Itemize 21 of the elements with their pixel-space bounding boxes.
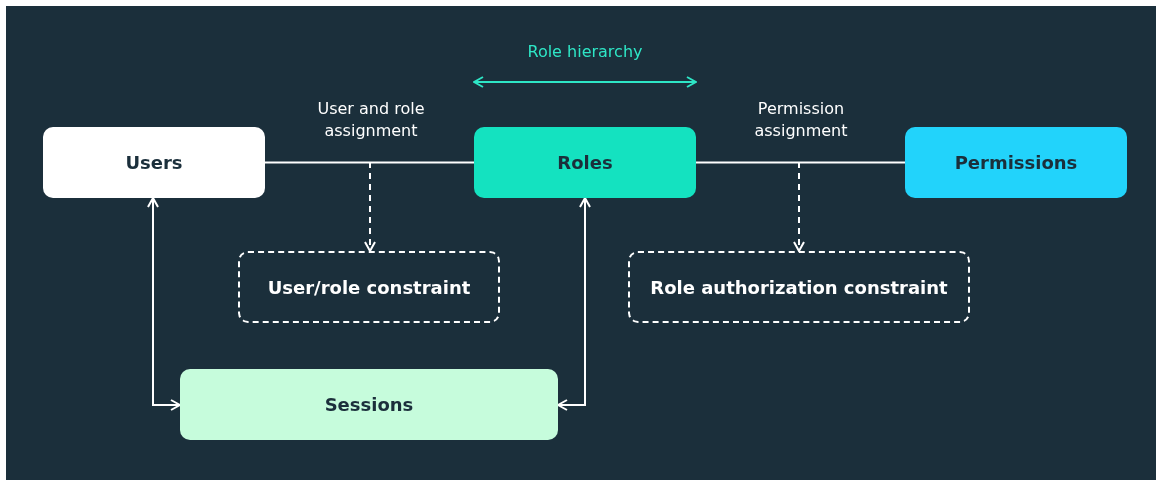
arrow: [557, 197, 591, 411]
box-label: Sessions: [324, 394, 414, 415]
dashed-arrow: [364, 161, 376, 252]
box-label: Role authorization constraint: [650, 276, 948, 298]
box-label: User/role constraint: [267, 276, 471, 298]
box-label: Permissions: [954, 152, 1078, 173]
box-label: Roles: [557, 152, 613, 173]
dashed-arrow: [793, 161, 805, 252]
connector-line: [695, 161, 906, 164]
edge-label: User and role assignment: [316, 98, 426, 142]
constraint-box: [238, 251, 500, 323]
box-label: Users: [125, 152, 183, 173]
diagram-label: Role hierarchy: [526, 42, 644, 61]
entity-box: [43, 127, 265, 198]
entity-box: [180, 369, 558, 440]
arrow: [147, 197, 181, 411]
entity-box: [474, 127, 696, 198]
constraint-box: [628, 251, 970, 323]
entity-box: [905, 127, 1127, 198]
edge-label: Permission assignment: [753, 98, 849, 142]
connector-line: [264, 161, 475, 164]
